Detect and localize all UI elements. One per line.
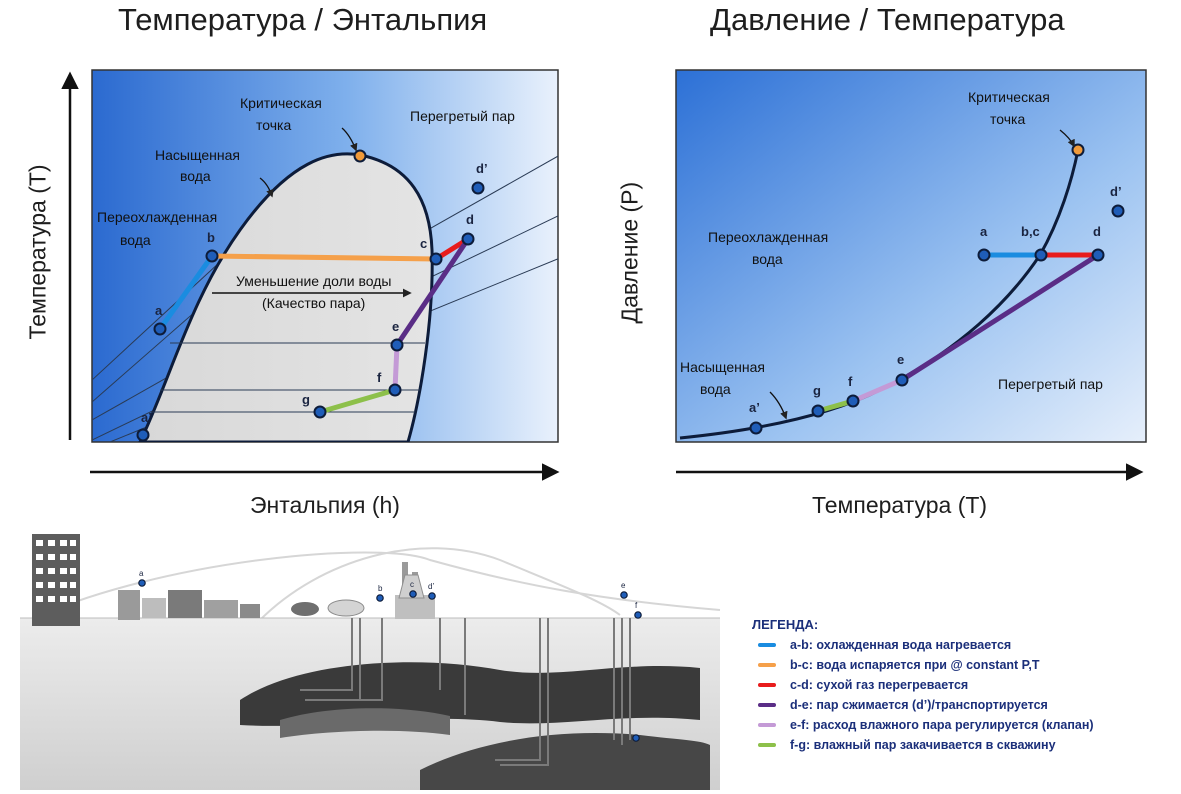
left-critical-point <box>353 149 367 163</box>
legend: ЛЕГЕНДА: a-b: охлажденная вода нагревает… <box>752 617 1094 755</box>
illustration-marker-b: b <box>378 584 383 593</box>
left-process-bc <box>211 253 437 262</box>
right-label-f: f <box>848 374 853 389</box>
left-point-d <box>461 232 475 246</box>
left-point-d-prime <box>471 181 485 195</box>
left-subcooled-label-1: Переохлажденная <box>97 209 217 225</box>
left-point-a <box>153 322 167 336</box>
legend-label-cd: c-d: сухой газ перегревается <box>790 678 969 692</box>
left-label-f: f <box>377 370 382 385</box>
right-saturated-pointer <box>769 391 788 420</box>
left-point-e <box>390 338 404 352</box>
left-saturated-pointer <box>259 177 274 198</box>
right-label-e: e <box>897 352 904 367</box>
right-x-axis-label: Температура (T) <box>812 492 988 518</box>
left-point-b <box>205 249 219 263</box>
legend-swatch-bc <box>758 663 776 667</box>
right-label-g: g <box>813 383 821 398</box>
left-process-de <box>394 237 471 347</box>
right-point-a-prime <box>749 421 763 435</box>
right-point-f <box>846 394 860 408</box>
left-label-a: a <box>155 303 163 318</box>
legend-item: c-d: сухой газ перегревается <box>752 675 1094 695</box>
left-point-a-prime <box>136 428 150 442</box>
right-critical-label-1: Критическая <box>968 89 1050 105</box>
right-saturated-label-2: вода <box>700 381 731 397</box>
illustration-marker-a: a <box>139 569 144 578</box>
right-point-bc <box>1034 248 1048 262</box>
legend-label-ef: e-f: расход влажного пара регулируется (… <box>790 718 1094 732</box>
right-point-a <box>977 248 991 262</box>
legend-item: f-g: влажный пар закачивается в скважину <box>752 735 1094 755</box>
left-decrease-label-1: Уменьшение доли воды <box>236 273 391 289</box>
legend-title: ЛЕГЕНДА: <box>752 617 819 632</box>
right-superheated-label: Перегретый пар <box>998 376 1103 392</box>
legend-item: e-f: расход влажного пара регулируется (… <box>752 715 1094 735</box>
legend-swatch-de <box>758 703 776 707</box>
right-label-d: d <box>1093 224 1101 239</box>
legend-swatch-fg <box>758 743 776 747</box>
right-label-a: a <box>980 224 988 239</box>
left-x-axis-label: Энтальпия (h) <box>250 492 400 518</box>
left-subcooled-label-2: вода <box>120 232 151 248</box>
illustration-marker-c: c <box>410 580 414 589</box>
left-chart-title: Температура / Энтальпия <box>118 2 488 37</box>
right-critical-pointer <box>1059 129 1075 148</box>
left-point-c <box>429 252 443 266</box>
legend-label-ab: a-b: охлажденная вода нагревается <box>790 638 1012 652</box>
left-process-ab <box>157 254 215 331</box>
left-decrease-label-2: (Качество пара) <box>262 295 365 311</box>
left-label-g: g <box>302 392 310 407</box>
left-process-ef <box>392 344 400 391</box>
left-superheated-label: Перегретый пар <box>410 108 515 124</box>
legend-swatch-ab <box>758 643 776 647</box>
illustration-marker-f: f <box>635 601 638 610</box>
right-subcooled-label-2: вода <box>752 251 783 267</box>
right-saturated-label-1: Насыщенная <box>680 359 765 375</box>
right-point-d <box>1091 248 1105 262</box>
right-label-d-prime: d’ <box>1110 184 1122 199</box>
left-label-e: e <box>392 319 399 334</box>
right-point-g <box>811 404 825 418</box>
legend-item: d-e: пар сжимается (d’)/транспортируется <box>752 695 1094 715</box>
legend-label-de: d-e: пар сжимается (d’)/транспортируется <box>790 698 1048 712</box>
left-saturated-label-1: Насыщенная <box>155 147 240 163</box>
left-isotherm-lines <box>150 342 425 413</box>
left-process-fg <box>319 387 396 415</box>
legend-swatch-cd <box>758 683 776 687</box>
left-label-c: c <box>420 236 427 251</box>
left-critical-label-2: точка <box>256 117 291 133</box>
right-label-a-prime: a’ <box>749 400 760 415</box>
left-label-d-prime: d’ <box>476 161 488 176</box>
legend-item: b-c: вода испаряется при @ constant P,T <box>752 655 1094 675</box>
legend-item: a-b: охлажденная вода нагревается <box>752 635 1094 655</box>
legend-label-bc: b-c: вода испаряется при @ constant P,T <box>790 658 1040 672</box>
field-illustration: a b c d’ e f <box>20 534 721 790</box>
legend-label-fg: f-g: влажный пар закачивается в скважину <box>790 738 1056 752</box>
left-label-d: d <box>466 212 474 227</box>
right-critical-label-2: точка <box>990 111 1025 127</box>
illustration-marker-e: e <box>621 581 626 590</box>
left-point-f <box>388 383 402 397</box>
right-point-e <box>895 373 909 387</box>
left-point-g <box>313 405 327 419</box>
right-process-ef <box>852 377 903 404</box>
left-saturated-label-2: вода <box>180 168 211 184</box>
left-critical-label-1: Критическая <box>240 95 322 111</box>
right-point-d-prime <box>1111 204 1125 218</box>
illustration-marker-d: d’ <box>428 582 434 591</box>
right-label-bc: b,c <box>1021 224 1040 239</box>
right-critical-point <box>1071 143 1085 157</box>
right-process-de <box>900 252 1100 383</box>
left-critical-pointer <box>341 127 358 152</box>
legend-swatch-ef <box>758 723 776 727</box>
left-label-b: b <box>207 230 215 245</box>
left-label-a-prime: a’ <box>141 410 152 425</box>
right-chart-title: Давление / Температура <box>710 2 1065 37</box>
right-subcooled-label-1: Переохлажденная <box>708 229 828 245</box>
